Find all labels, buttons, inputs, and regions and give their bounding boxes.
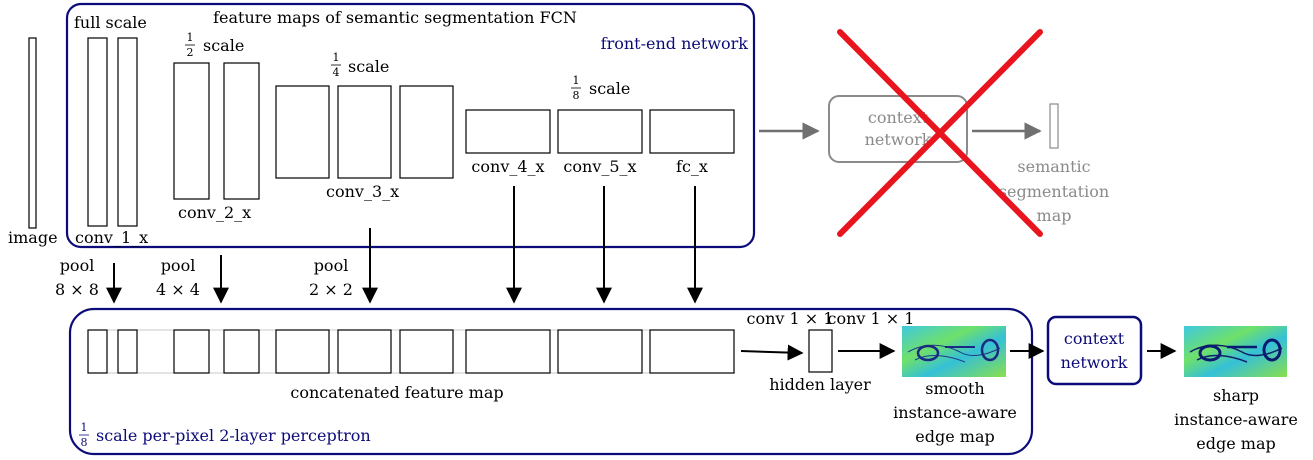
conv1x1-second-label: conv 1 × 1 xyxy=(828,309,915,328)
arrow-to-hidden xyxy=(740,344,804,361)
layer-label-conv1: conv_1_x xyxy=(75,228,148,247)
conv2-map-b xyxy=(223,62,260,200)
conv1-map-b xyxy=(117,37,138,227)
svg-text:1: 1 xyxy=(187,31,194,44)
layer-label-conv2: conv_2_x xyxy=(178,203,251,222)
pool-3-op: pool xyxy=(314,256,349,275)
svg-text:1: 1 xyxy=(81,421,88,434)
conv1-map-a xyxy=(87,37,108,227)
svg-text:2: 2 xyxy=(187,46,194,59)
conv5-map xyxy=(557,109,643,154)
removed-output-bar xyxy=(1049,103,1059,149)
eighth-scale-label: 1 8 scale xyxy=(571,74,630,102)
removed-output-line3: map xyxy=(1037,206,1072,225)
svg-text:scale per-pixel 2-layer percep: scale per-pixel 2-layer perceptron xyxy=(96,426,371,445)
smooth-edge-map-image xyxy=(902,326,1006,377)
pool-2-op: pool xyxy=(161,256,196,275)
context-network-line2: network xyxy=(1061,353,1128,372)
hidden-layer-label: hidden layer xyxy=(769,375,871,394)
front-end-network-label: front-end network xyxy=(601,34,749,53)
front-end-title: feature maps of semantic segmentation FC… xyxy=(213,8,577,27)
svg-text:scale: scale xyxy=(348,57,389,76)
layer-label-conv4: conv_4_x xyxy=(471,157,544,176)
conv3-map-b xyxy=(337,85,392,179)
svg-text:8: 8 xyxy=(573,89,580,102)
layer-label-conv3: conv_3_x xyxy=(326,182,399,201)
fc-map xyxy=(649,109,735,154)
concatenated-feature-map xyxy=(87,329,735,374)
conv4-map xyxy=(465,109,551,154)
removed-context-network-box xyxy=(828,95,968,163)
half-scale-label: 1 2 scale xyxy=(185,31,244,59)
input-image-bar xyxy=(28,37,37,229)
hidden-layer-box xyxy=(808,329,833,373)
full-scale-label: full scale xyxy=(74,13,147,32)
sharp-map-line3: edge map xyxy=(1196,434,1275,453)
context-network-box xyxy=(1046,315,1143,386)
svg-text:scale: scale xyxy=(589,79,630,98)
conv1x1-first-label: conv 1 × 1 xyxy=(747,309,834,328)
concat-label: concatenated feature map xyxy=(290,383,503,402)
sharp-map-line2: instance-aware xyxy=(1174,410,1298,429)
pool-1-op: pool xyxy=(60,256,95,275)
svg-text:1: 1 xyxy=(333,51,340,64)
front-end-network-box xyxy=(65,2,756,249)
smooth-map-line1: smooth xyxy=(925,379,984,398)
perceptron-scale-label: 1 8 scale per-pixel 2-layer perceptron xyxy=(79,421,371,449)
svg-text:8: 8 xyxy=(81,436,88,449)
layer-label-fc: fc_x xyxy=(676,157,708,176)
removed-output-line2: segmentation xyxy=(999,182,1109,201)
conv3-map-c xyxy=(399,85,454,179)
pool-1-size: 8 × 8 xyxy=(55,280,99,299)
removed-context-line1: context xyxy=(868,108,929,127)
pool-3-size: 2 × 2 xyxy=(309,280,353,299)
conv2-map-a xyxy=(173,62,210,200)
quarter-scale-label: 1 4 scale xyxy=(331,51,389,79)
removed-context-line2: network xyxy=(865,130,932,149)
removed-output-line1: semantic xyxy=(1017,157,1090,176)
layer-label-conv5: conv_5_x xyxy=(563,157,636,176)
pool-2-size: 4 × 4 xyxy=(156,280,200,299)
smooth-map-line3: edge map xyxy=(915,427,994,446)
removed-cross-mark xyxy=(837,29,1043,237)
svg-text:1: 1 xyxy=(573,74,580,87)
input-image-label: image xyxy=(8,228,58,247)
svg-text:4: 4 xyxy=(333,66,340,79)
sharp-map-line1: sharp xyxy=(1213,386,1259,405)
perceptron-box xyxy=(68,307,1034,456)
smooth-map-line2: instance-aware xyxy=(893,403,1017,422)
svg-text:scale: scale xyxy=(203,36,244,55)
context-network-line1: context xyxy=(1064,329,1125,348)
sharp-edge-map-image xyxy=(1184,326,1287,377)
conv3-map-a xyxy=(275,85,330,179)
